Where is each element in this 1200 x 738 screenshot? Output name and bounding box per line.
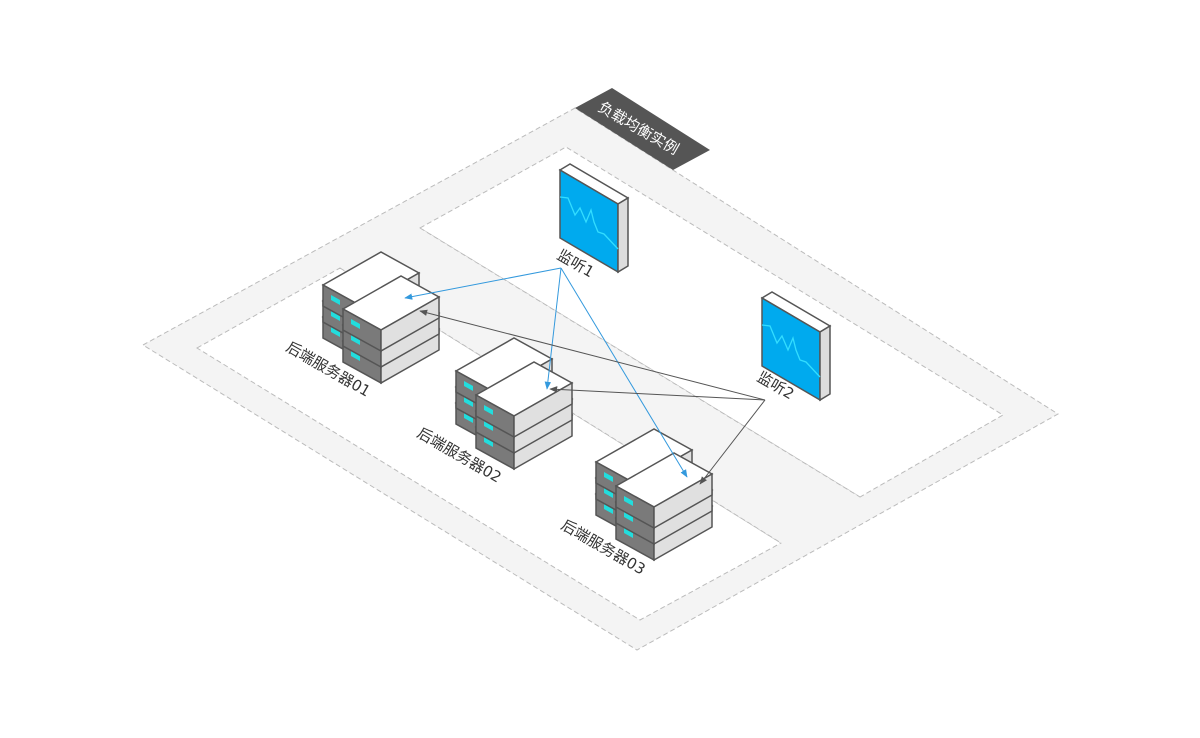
- listener-zone-border: [419, 227, 861, 498]
- connection-l2-s2: [549, 386, 766, 401]
- connection-l1-s2: [544, 267, 562, 390]
- middle-strip: [340, 228, 860, 543]
- connection-l1-s3: [560, 267, 688, 478]
- connection-l2-s1: [419, 309, 766, 401]
- connections: [404, 267, 766, 485]
- connection-l1-s1: [404, 267, 562, 300]
- connection-l2-s3: [699, 399, 766, 485]
